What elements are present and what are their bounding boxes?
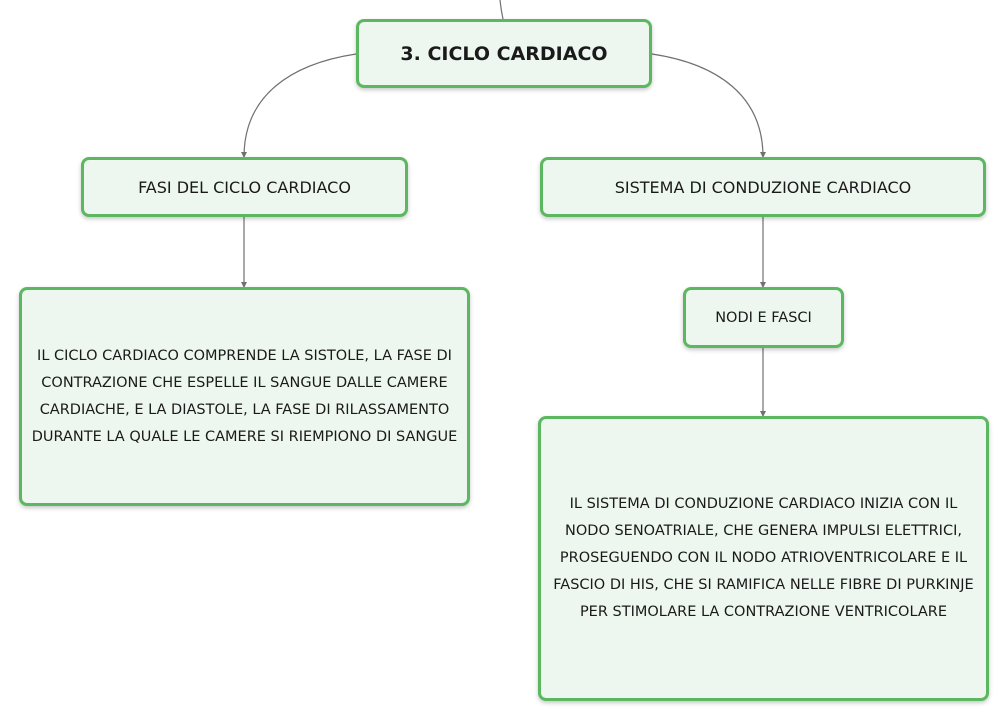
topic-node-nodi-e-fasci[interactable]: NODI E FASCI (683, 287, 844, 348)
description-node-sistema[interactable]: IL SISTEMA DI CONDUZIONE CARDIACO INIZIA… (538, 416, 989, 701)
topic-node-label: FASI DEL CICLO CARDIACO (138, 177, 351, 197)
connector-root-to-sistema (651, 53, 766, 158)
description-node-fasi[interactable]: IL CICLO CARDIACO COMPRENDE LA SISTOLE, … (19, 287, 470, 506)
topic-node-ciclo-cardiaco[interactable]: 3. CICLO CARDIACO (356, 19, 652, 88)
description-text: IL SISTEMA DI CONDUZIONE CARDIACO INIZIA… (553, 496, 974, 620)
topic-node-sistema-di-conduzione[interactable]: SISTEMA DI CONDUZIONE CARDIACO (540, 157, 986, 217)
topic-node-label: SISTEMA DI CONDUZIONE CARDIACO (614, 177, 912, 197)
topic-node-label: 3. CICLO CARDIACO (400, 42, 608, 65)
connector-root-to-fasi (241, 53, 357, 158)
topic-node-fasi-del-ciclo[interactable]: FASI DEL CICLO CARDIACO (81, 157, 408, 217)
topic-node-label: NODI E FASCI (715, 309, 812, 326)
description-text: IL CICLO CARDIACO COMPRENDE LA SISTOLE, … (31, 347, 458, 445)
connector-parent-to-root (499, 0, 504, 20)
